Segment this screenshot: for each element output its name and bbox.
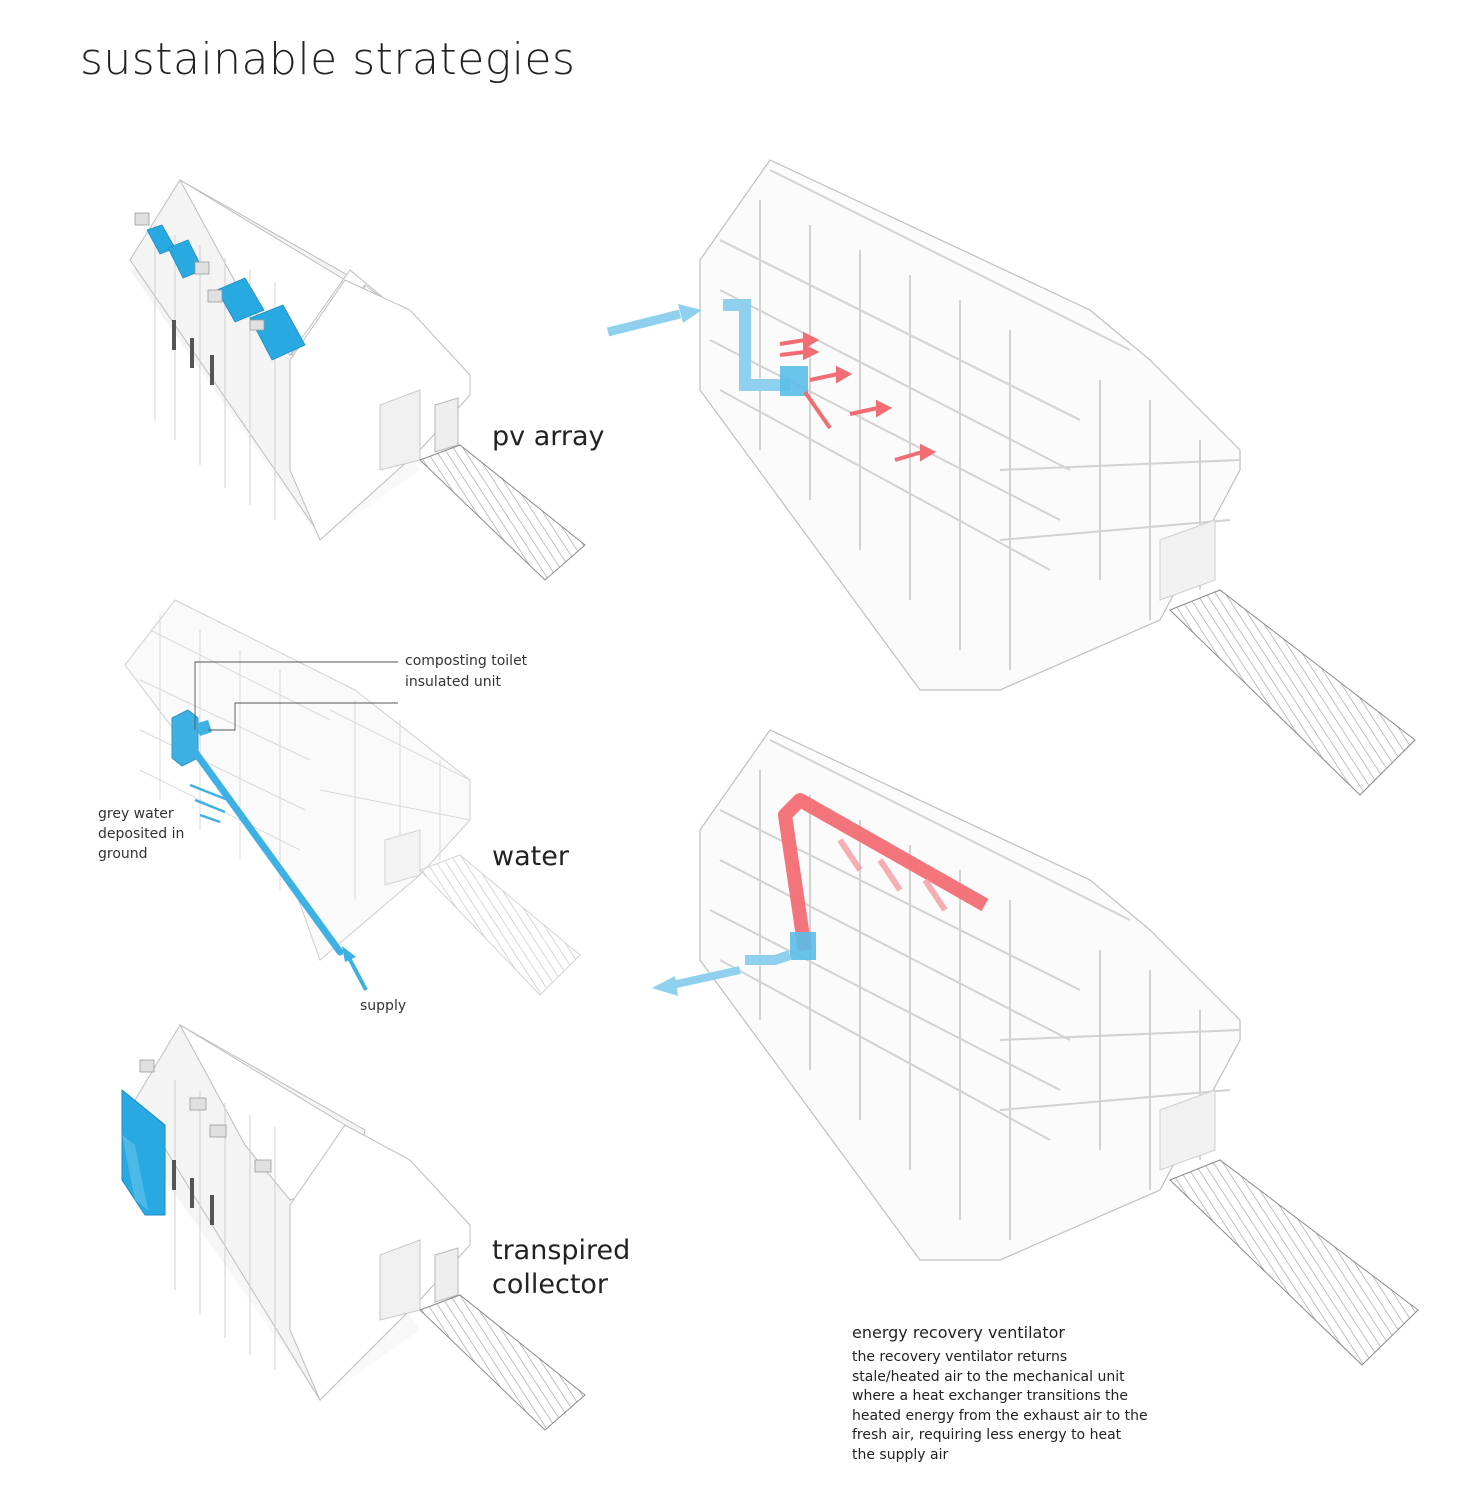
grey-water-callout-line2: deposited in — [98, 826, 185, 842]
water-label: water — [492, 841, 569, 872]
erv-title: energy recovery ventilator — [852, 1323, 1065, 1342]
transpired-collector-label-line1: transpired — [492, 1235, 631, 1266]
erv-description-line: stale/heated air to the mechanical unit — [852, 1368, 1125, 1385]
water-house — [124, 599, 581, 996]
composting-toilet-callout: composting toilet — [405, 653, 528, 669]
page-title: sustainable strategies — [80, 34, 576, 85]
pv-array-house — [129, 178, 586, 581]
erv-description: the recovery ventilator returns stale/he… — [852, 1348, 1148, 1465]
transpired-collector-label-line2: collector — [492, 1269, 609, 1300]
erv-exhaust-house — [652, 729, 1419, 1366]
erv-supply-house — [606, 159, 1416, 796]
grey-water-callout-line1: grey water — [98, 806, 174, 822]
erv-description-line: the recovery ventilator returns — [852, 1349, 1068, 1365]
erv-description-line: the supply air — [852, 1446, 949, 1463]
transpired-collector-house — [121, 1023, 586, 1431]
pv-array-label: pv array — [492, 421, 605, 452]
erv-description-line: fresh air, requiring less energy to heat — [852, 1427, 1122, 1443]
grey-water-callout-line3: ground — [98, 846, 148, 862]
callout-leaders — [194, 661, 398, 731]
erv-description-line: heated energy from the exhaust air to th… — [852, 1407, 1148, 1424]
insulated-unit-callout: insulated unit — [405, 674, 501, 690]
supply-callout: supply — [360, 998, 407, 1014]
erv-description-line: where a heat exchanger transitions the — [852, 1388, 1129, 1404]
